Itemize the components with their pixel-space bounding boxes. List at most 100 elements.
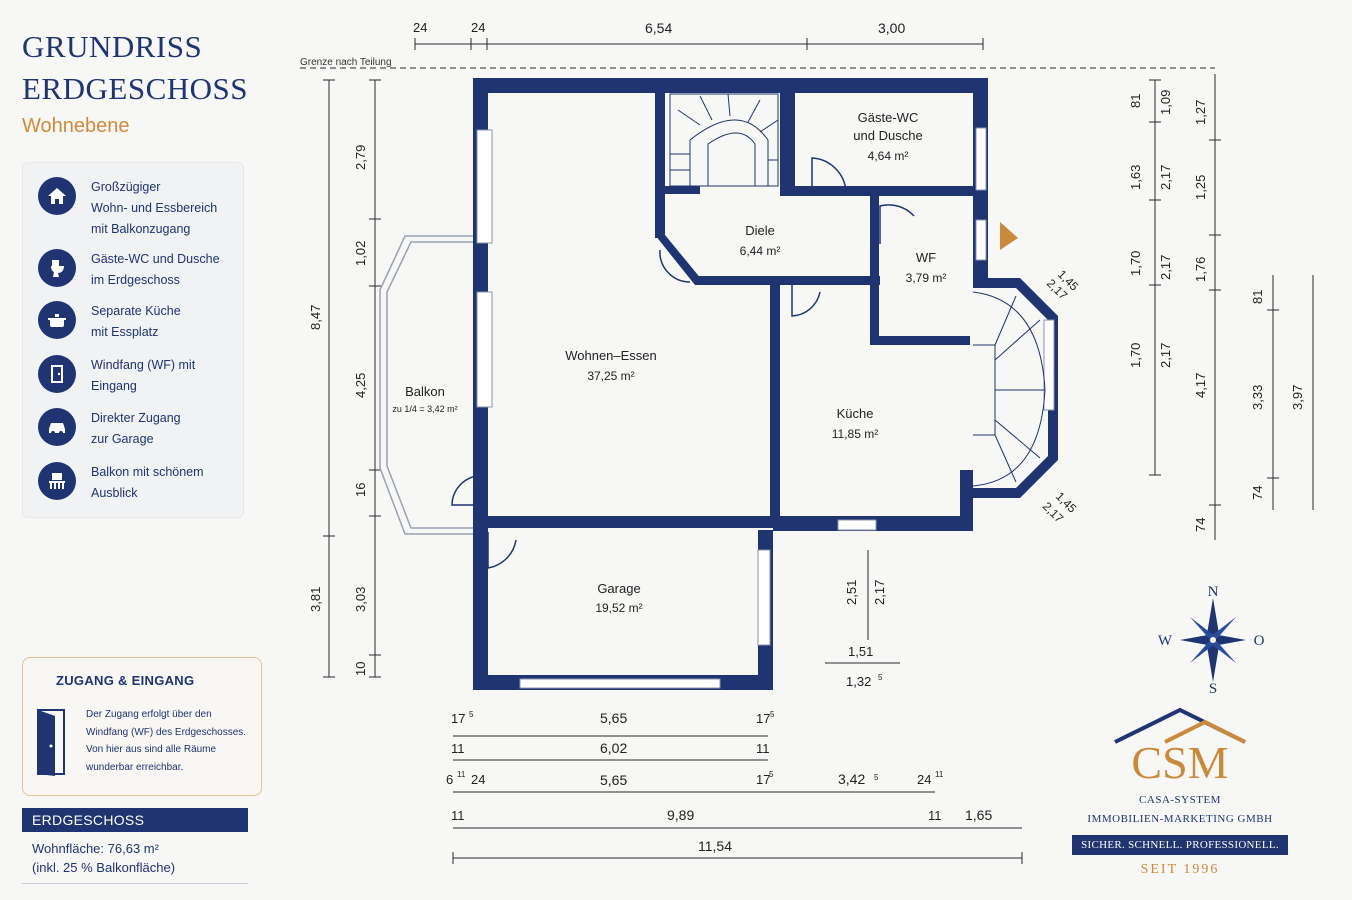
dim-label: 10 xyxy=(353,662,368,676)
dim-label: 5,65 xyxy=(600,710,627,726)
dim-label: 1,76 xyxy=(1193,257,1208,282)
room-name: Diele xyxy=(745,223,775,238)
svg-text:5: 5 xyxy=(469,710,474,719)
dim-label: 4,17 xyxy=(1193,373,1208,398)
svg-text:11: 11 xyxy=(935,770,944,779)
dim-label: 24 xyxy=(471,20,485,35)
dim-label: 2,17 xyxy=(872,580,887,605)
brand-name-1: CASA-SYSTEM xyxy=(1139,794,1221,806)
dim-label: 81 xyxy=(1250,290,1265,304)
brand-slogan: SICHER. SCHNELL. PROFESSIONELL. xyxy=(1072,835,1288,855)
dim-label: 1,32 xyxy=(846,674,871,689)
toilet-icon xyxy=(38,249,76,287)
dim-label: 2,17 xyxy=(1158,343,1173,368)
dim-label: 1,02 xyxy=(353,241,368,266)
dim-label: 1,70 xyxy=(1128,251,1143,276)
car-icon xyxy=(38,408,76,446)
doors xyxy=(451,157,915,569)
dim-label: 3,33 xyxy=(1250,385,1265,410)
brand-name-2: IMMOBILIEN-MARKETING GMBH xyxy=(1087,813,1273,825)
room-area: 3,79 m² xyxy=(906,271,947,285)
dim-label: 17 xyxy=(756,711,770,726)
brand-logo-roof-icon xyxy=(1114,707,1246,744)
room-name: WF xyxy=(916,250,936,265)
compass-o: O xyxy=(1254,633,1265,649)
access-heading: ZUGANG & EINGANG xyxy=(56,673,195,688)
svg-text:5: 5 xyxy=(770,710,775,719)
entrance-arrow-icon xyxy=(1000,222,1018,250)
brand-since: SEIT 1996 xyxy=(1140,862,1220,877)
dim-label: 3,42 xyxy=(838,771,865,787)
room-name: Balkon xyxy=(405,384,445,399)
staircase xyxy=(669,93,1046,487)
compass-rose-icon: N O S W xyxy=(1158,584,1265,697)
dim-label: 5,65 xyxy=(600,772,627,788)
compass-w: W xyxy=(1158,633,1173,649)
room-area: zu 1/4 = 3,42 m² xyxy=(392,404,457,414)
dim-label: 1,70 xyxy=(1128,343,1143,368)
dim-label: 9,89 xyxy=(667,807,694,823)
dim-label: 6 xyxy=(446,772,453,787)
dim-label: 3,81 xyxy=(308,587,323,612)
room-name: und Dusche xyxy=(853,128,922,143)
dim-label: 1,27 xyxy=(1193,100,1208,125)
dim-label: 2,17 xyxy=(1158,255,1173,280)
dim-label: 24 xyxy=(413,20,427,35)
open-door-icon xyxy=(37,709,65,776)
dim-label: 11 xyxy=(451,741,465,756)
svg-text:11: 11 xyxy=(457,770,466,779)
dim-label: 4,25 xyxy=(353,373,368,398)
floor-summary-text: Wohnfläche: 76,63 m² (inkl. 25 % Balkonf… xyxy=(32,841,176,875)
dim-label: 74 xyxy=(1193,518,1208,532)
room-area: 4,64 m² xyxy=(868,149,909,163)
door-icon xyxy=(38,355,76,393)
boundary-label: Grenze nach Teilung xyxy=(300,57,392,68)
title-line-2: ERDGESCHOSS xyxy=(22,71,248,106)
dim-label: 74 xyxy=(1250,486,1265,500)
room-name: Wohnen–Essen xyxy=(565,348,657,363)
dim-label: 1,63 xyxy=(1128,165,1143,190)
page-title: GRUNDRISS ERDGESCHOSS xyxy=(22,26,248,110)
page-subtitle: Wohnebene xyxy=(22,115,130,137)
windows xyxy=(476,127,1055,689)
dim-label: 2,51 xyxy=(844,580,859,605)
room-labels: Gäste-WC und Dusche 4,64 m² Diele 6,44 m… xyxy=(392,110,946,615)
room-area: 6,44 m² xyxy=(740,244,781,258)
dim-label: 3,00 xyxy=(878,20,905,36)
dim-label: 11 xyxy=(756,741,770,756)
dim-label: 11 xyxy=(928,808,942,823)
dim-label: 24 xyxy=(917,772,931,787)
dim-label: 11,54 xyxy=(698,838,732,854)
svg-text:5: 5 xyxy=(874,773,879,782)
house-icon xyxy=(38,177,76,215)
dimension-labels: 24 24 6,54 3,00 8,47 3,81 2,79 1,02 4,25… xyxy=(308,20,1305,854)
balcony-icon xyxy=(38,462,76,500)
dim-label: 1,09 xyxy=(1158,90,1173,115)
dimension-superscripts: 5 5 5 5 5 11 11 xyxy=(457,673,944,782)
room-name: Garage xyxy=(597,581,640,596)
compass-n: N xyxy=(1208,584,1219,600)
dim-label: 2,79 xyxy=(353,145,368,170)
dim-label: 1,65 xyxy=(965,807,992,823)
cooking-pot-icon xyxy=(38,301,76,339)
room-area: 11,85 m² xyxy=(832,427,878,441)
room-area: 37,25 m² xyxy=(587,369,634,383)
room-area: 19,52 m² xyxy=(595,601,642,615)
svg-text:5: 5 xyxy=(878,673,883,682)
dim-label: 8,47 xyxy=(308,305,323,330)
